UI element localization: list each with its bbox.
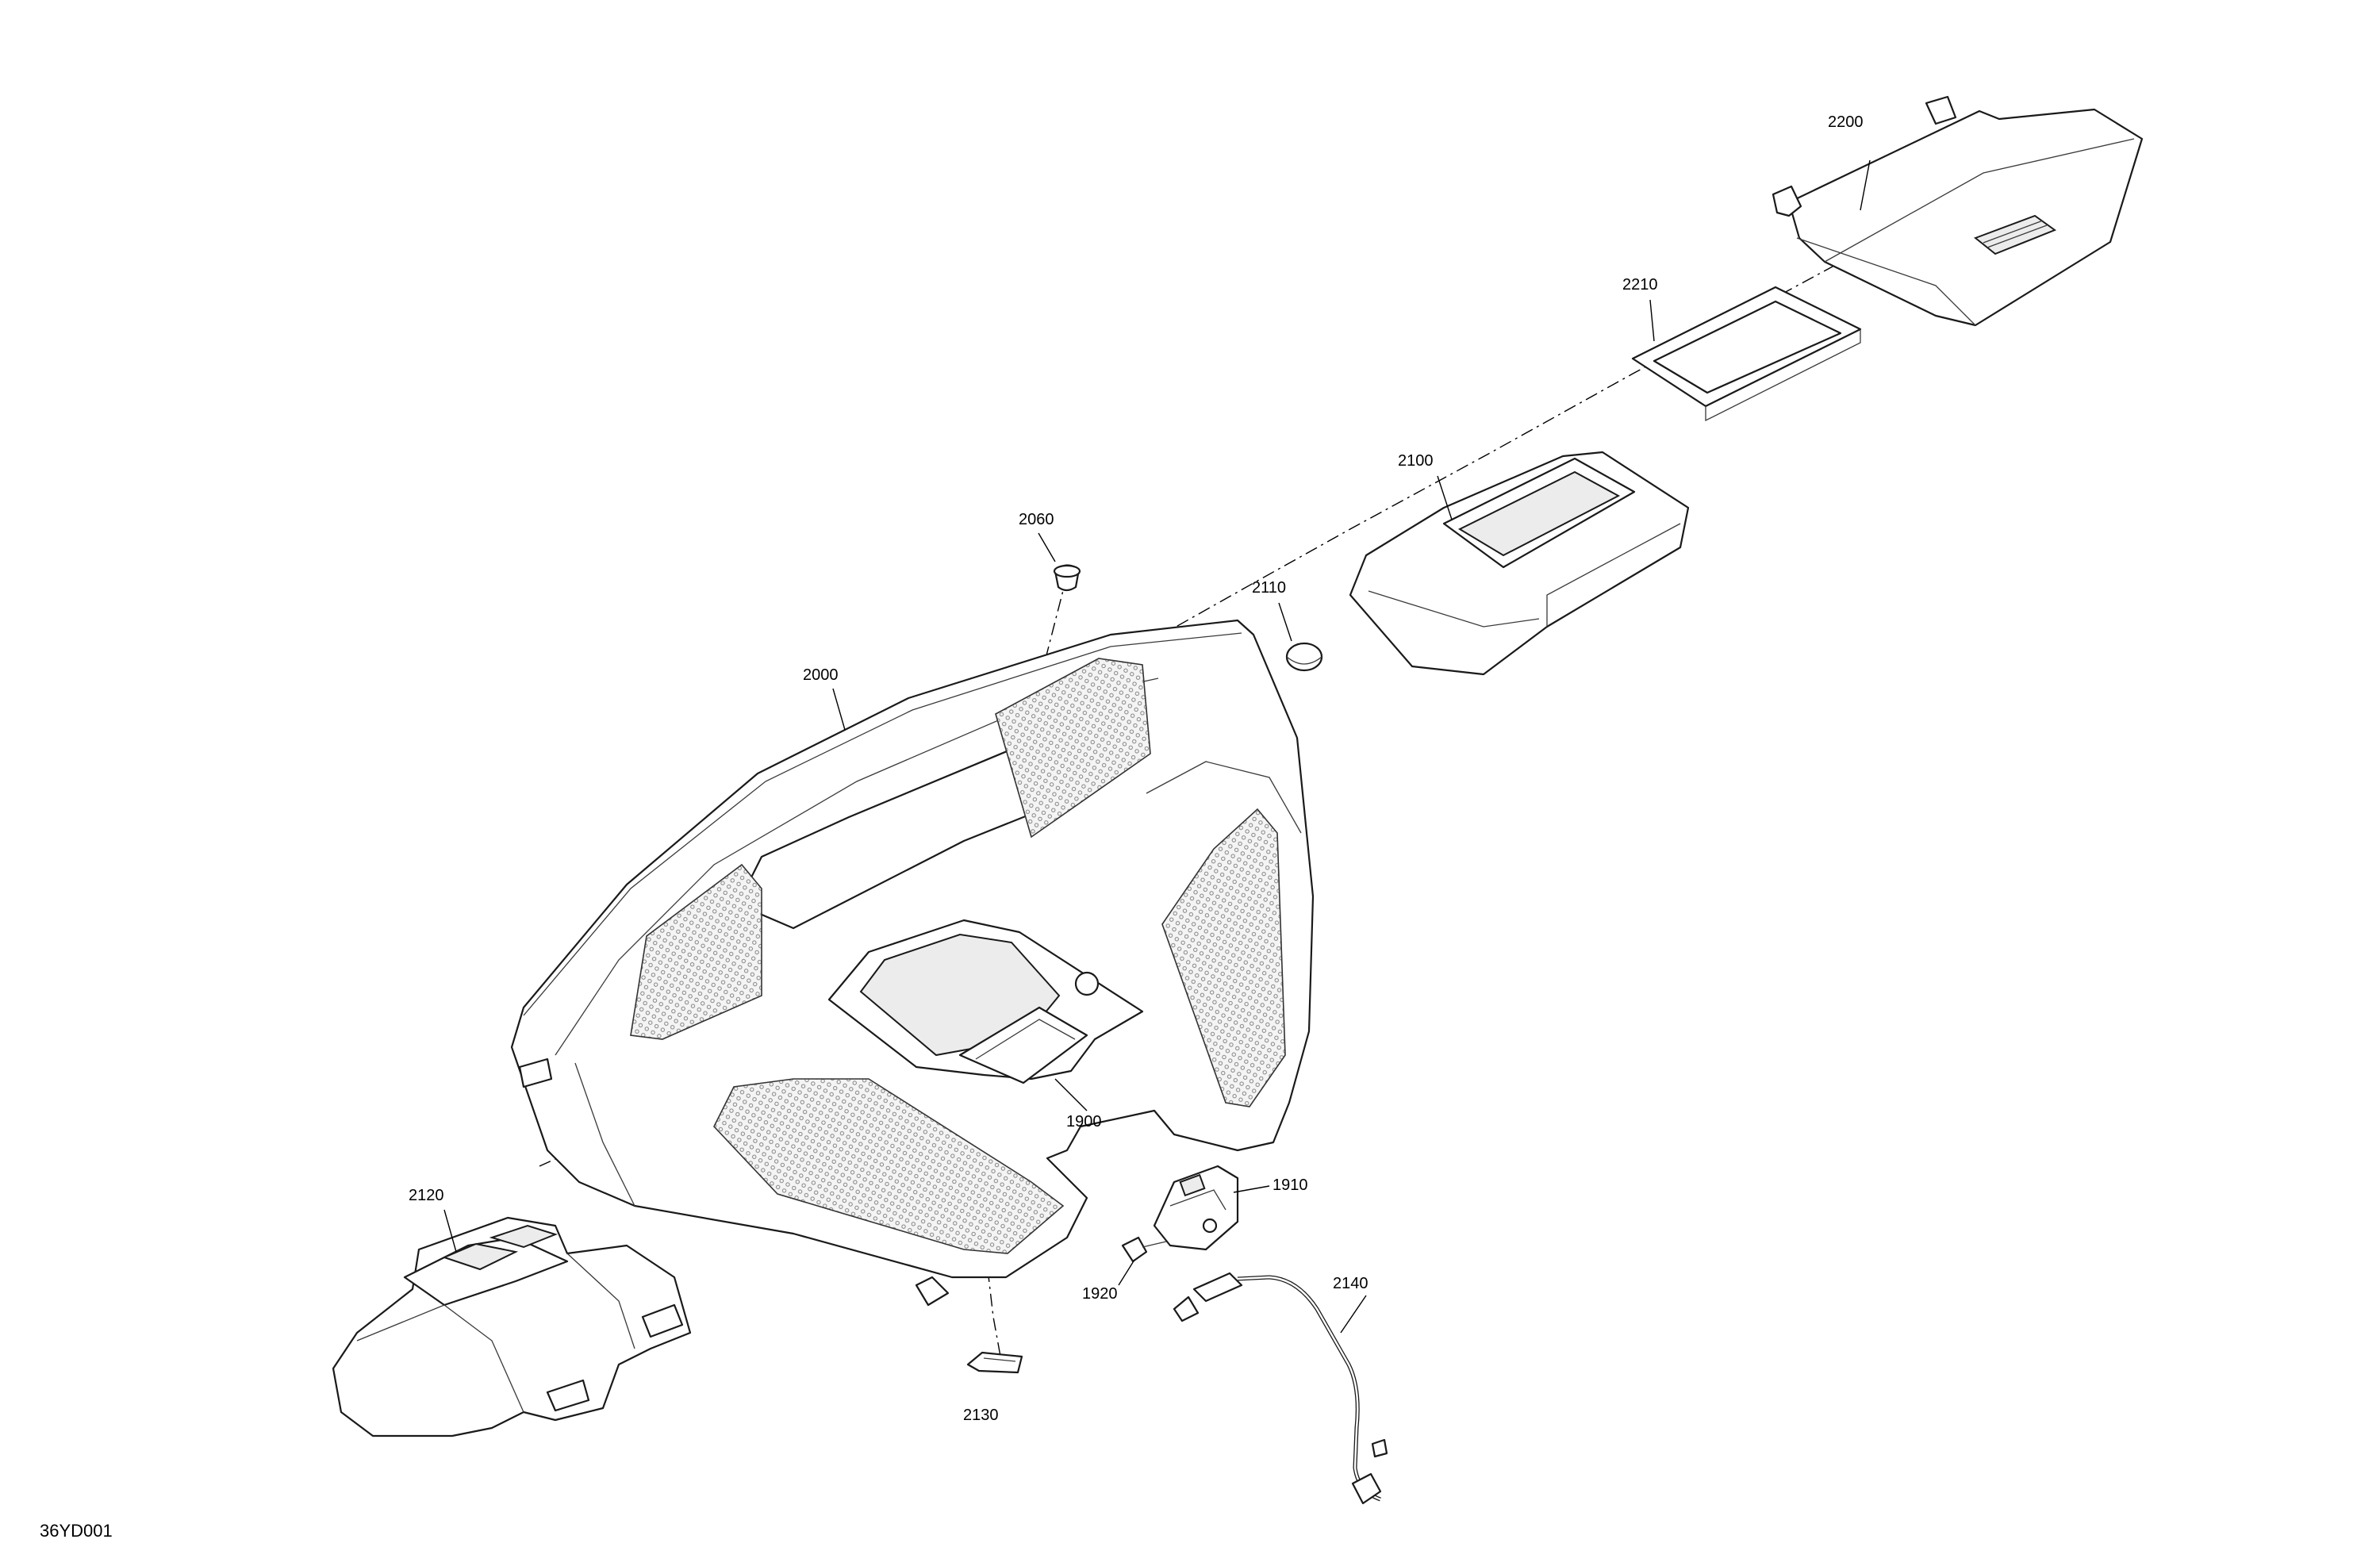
callout-labels: 2200 2210 2100 2110 2060 2000 1900 1910 … [409,113,1864,1424]
callout-1910[interactable]: 1910 [1273,1176,1308,1194]
part-2140-wiring-harness[interactable] [1173,1272,1388,1505]
callout-2060[interactable]: 2060 [1019,511,1054,528]
callout-1920[interactable]: 1920 [1082,1285,1118,1303]
callout-1900[interactable]: 1900 [1066,1113,1102,1130]
part-2130-clip[interactable] [966,1351,1023,1374]
callout-2130[interactable]: 2130 [963,1407,999,1424]
part-2100-display-housing[interactable] [1349,451,1690,676]
callout-2210[interactable]: 2210 [1622,276,1658,294]
part-2210-trim-frame[interactable] [1631,286,1862,422]
part-2120-storage-housing[interactable] [332,1216,692,1437]
part-2110-knob[interactable] [1285,642,1323,672]
part-1920-screw[interactable] [1121,1236,1167,1263]
drawing-code: 36YD001 [40,1521,113,1541]
callout-2120[interactable]: 2120 [409,1187,444,1204]
callout-2100[interactable]: 2100 [1398,452,1434,470]
part-2000-dashboard-panel[interactable] [510,619,1315,1307]
callout-2110[interactable]: 2110 [1252,579,1286,597]
leader-lines [443,159,1871,1334]
part-1910-switch[interactable] [1153,1165,1239,1251]
callout-2000[interactable]: 2000 [803,666,839,684]
callout-2140[interactable]: 2140 [1333,1275,1368,1292]
part-2060-push-rivet[interactable] [1053,564,1081,592]
part-2200-upper-cover[interactable] [1772,95,2144,327]
callout-2200[interactable]: 2200 [1828,113,1864,131]
